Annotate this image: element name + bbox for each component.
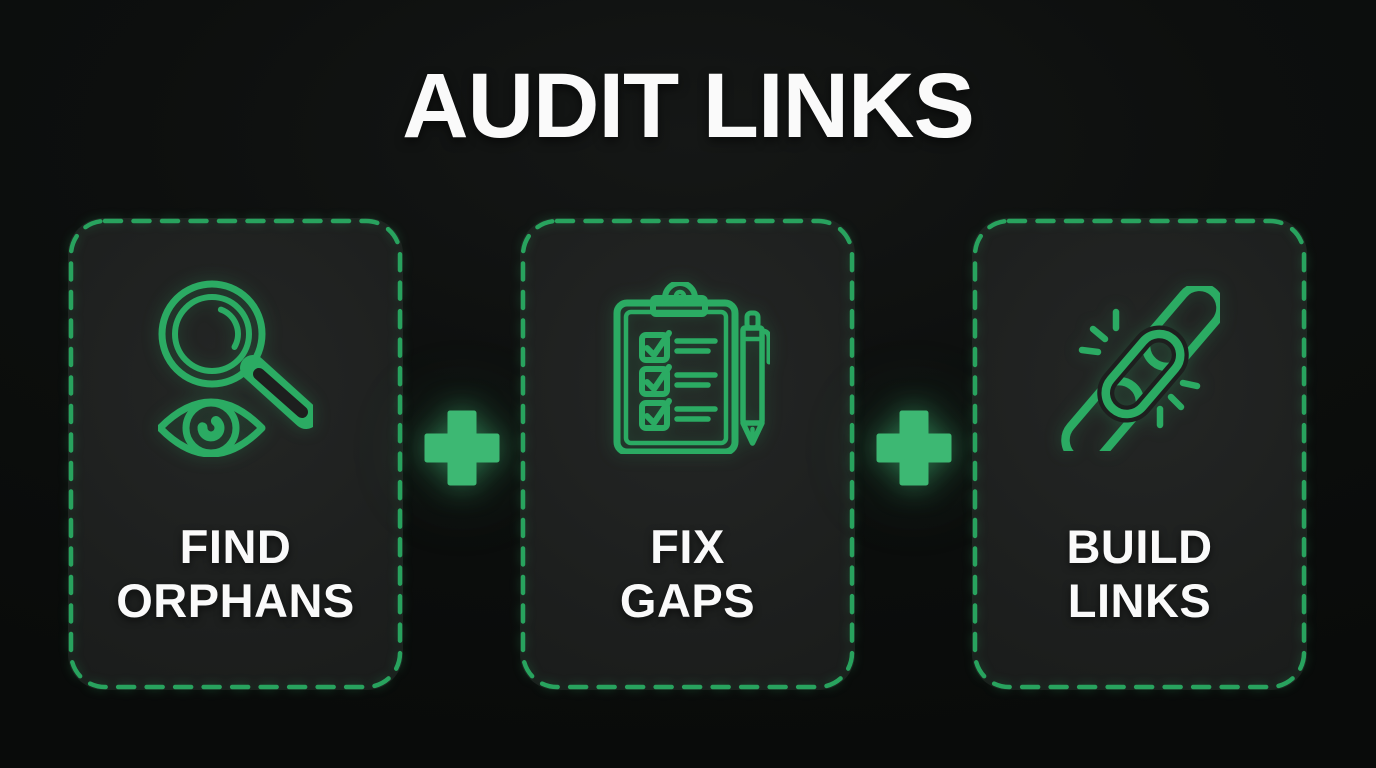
card-label-line1: BUILD [1066, 520, 1213, 573]
card-label: FIND ORPHANS [116, 520, 355, 628]
card-label-line1: FIND [179, 520, 292, 573]
card-label: BUILD LINKS [1066, 520, 1212, 628]
steps-row: FIND ORPHANS [68, 218, 1307, 690]
clipboard-checklist-pen-icon [605, 274, 770, 462]
card-find-orphans: FIND ORPHANS [68, 218, 403, 690]
card-fix-gaps: FIX GAPS [520, 218, 855, 690]
card-label-line1: FIX [650, 520, 725, 573]
page-title: AUDIT LINKS [402, 55, 975, 157]
card-label-line2: GAPS [619, 574, 756, 627]
separator [855, 218, 972, 690]
card-build-links: BUILD LINKS [972, 218, 1307, 690]
plus-icon [876, 410, 951, 486]
chain-links-icon [1060, 274, 1220, 462]
card-label: FIX GAPS [620, 520, 755, 628]
magnifier-eye-icon [158, 274, 313, 462]
card-label-line2: ORPHANS [116, 574, 355, 627]
plus-icon [424, 410, 499, 486]
separator [403, 218, 520, 690]
card-label-line2: LINKS [1067, 574, 1212, 627]
